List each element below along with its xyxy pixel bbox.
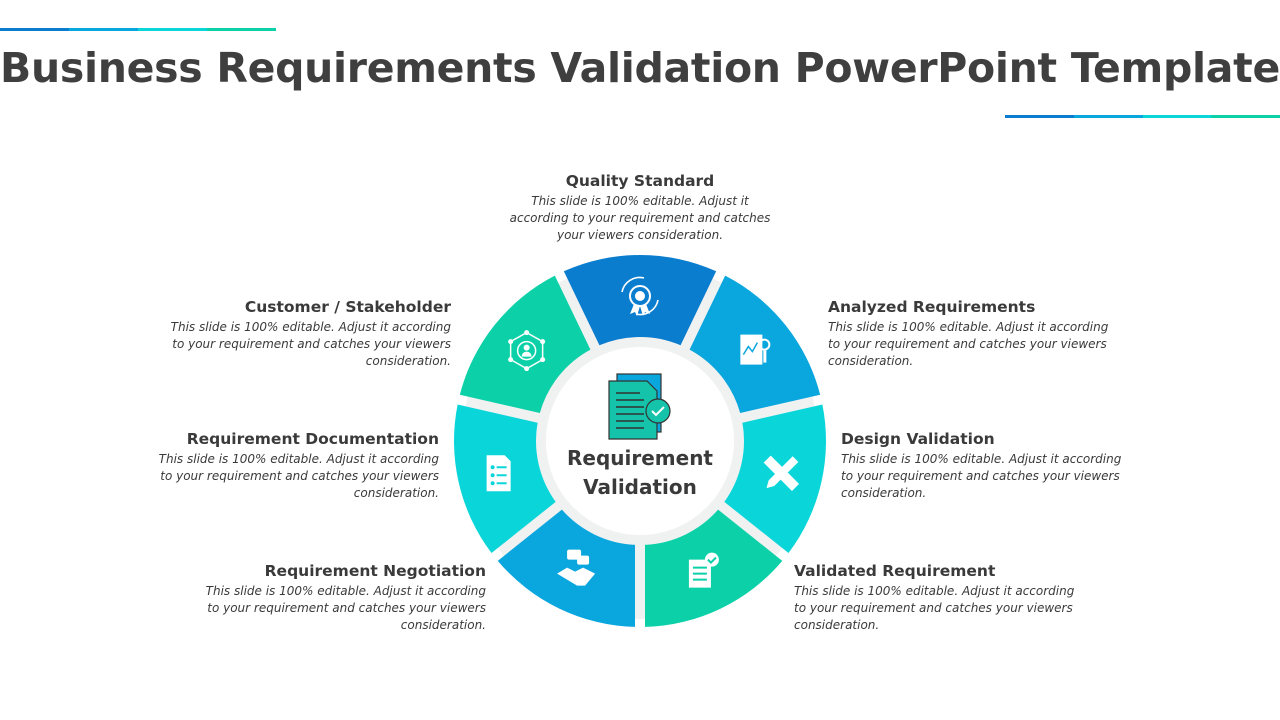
item-quality-standard: Quality Standard This slide is 100% edit… [490, 172, 790, 244]
item-customer-stakeholder: Customer / Stakeholder This slide is 100… [161, 298, 451, 370]
item-description: This slide is 100% editable. Adjust it a… [841, 452, 1122, 500]
item-analyzed-requirements: Analyzed Requirements This slide is 100%… [828, 298, 1118, 370]
center-circle [546, 347, 734, 535]
item-title: Analyzed Requirements [828, 298, 1036, 316]
ring-segment-4 [644, 509, 783, 627]
item-description: This slide is 100% editable. Adjust it a… [509, 194, 771, 242]
ring-segment-7 [459, 275, 591, 414]
item-description: This slide is 100% editable. Adjust it a… [794, 584, 1075, 632]
item-requirement-documentation: Requirement Documentation This slide is … [149, 430, 439, 502]
report-analysis-icon [740, 334, 771, 365]
item-validated-requirement: Validated Requirement This slide is 100%… [794, 562, 1084, 634]
pencil-ruler-icon [763, 455, 800, 491]
item-title: Design Validation [841, 430, 995, 448]
item-requirement-negotiation: Requirement Negotiation This slide is 10… [196, 562, 486, 634]
center-label-line1: Requirement [566, 446, 713, 470]
handshake-chat-icon [557, 549, 596, 586]
item-description: This slide is 100% editable. Adjust it a… [205, 584, 486, 632]
item-description: This slide is 100% editable. Adjust it a… [158, 452, 439, 500]
document-check-icon [608, 373, 671, 440]
validated-scroll-icon [688, 552, 719, 588]
center-label-line2: Validation [583, 475, 697, 499]
item-title: Quality Standard [565, 172, 715, 190]
quality-badge-icon [621, 276, 659, 316]
item-description: This slide is 100% editable. Adjust it a… [828, 320, 1109, 368]
page-title: Business Requirements Validation PowerPo… [0, 44, 1280, 92]
center-label: Requirement Validation [540, 444, 740, 502]
item-description: This slide is 100% editable. Adjust it a… [170, 320, 451, 368]
item-title: Validated Requirement [794, 562, 996, 580]
top-accent-bar [0, 28, 276, 31]
checklist-document-icon [486, 455, 511, 492]
item-title: Requirement Documentation [186, 430, 439, 448]
right-accent-bar [1005, 115, 1280, 118]
item-title: Requirement Negotiation [264, 562, 486, 580]
item-design-validation: Design Validation This slide is 100% edi… [841, 430, 1131, 502]
stakeholder-network-icon [508, 330, 546, 372]
item-title: Customer / Stakeholder [244, 298, 451, 316]
